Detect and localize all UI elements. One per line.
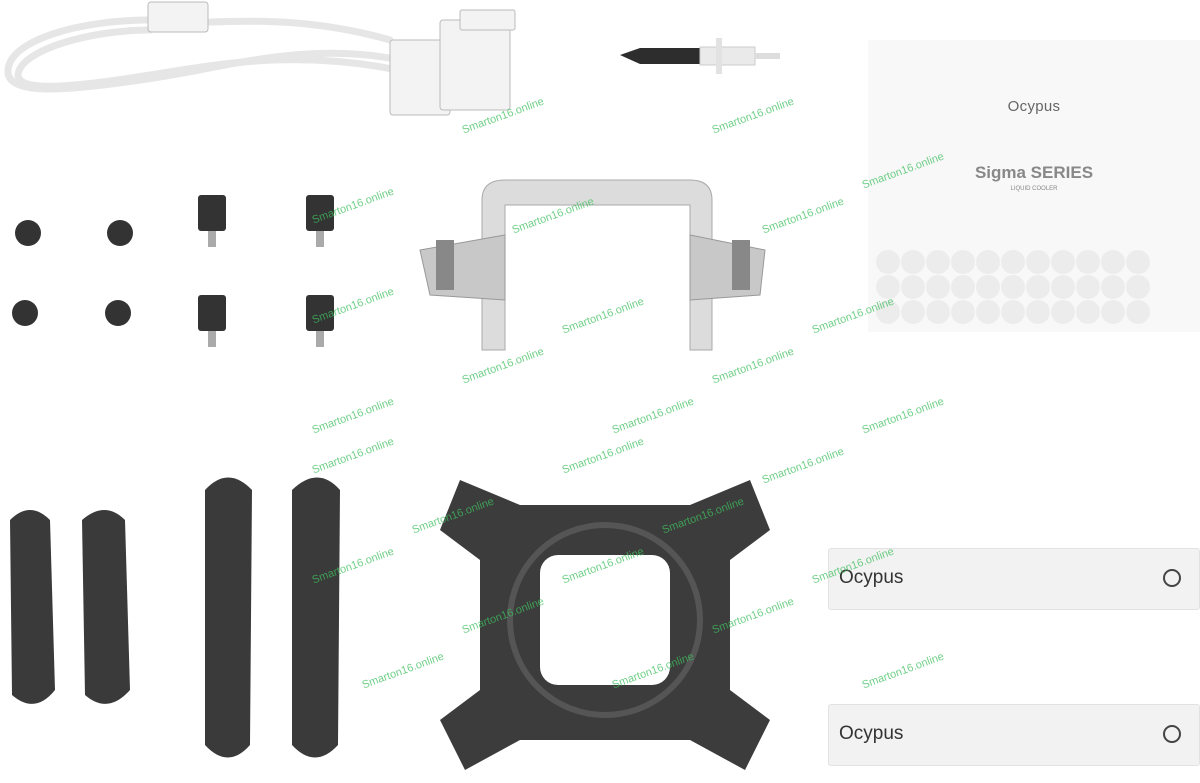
sticker-dot — [951, 300, 975, 324]
sticker-dot — [876, 275, 900, 299]
strap-logo: Ocypus — [839, 567, 904, 588]
sticker-dot — [951, 275, 975, 299]
backplate — [440, 480, 770, 770]
sticker-dot — [1051, 250, 1075, 274]
sticker-dot — [1026, 250, 1050, 274]
sticker-dot — [901, 300, 925, 324]
sticker-dot — [1076, 250, 1100, 274]
instruction-manual: Ocypus Sigma SERIES LIQUID COOLER — [868, 40, 1200, 332]
sticker-dot — [926, 250, 950, 274]
velcro-strap: Ocypus — [828, 548, 1200, 610]
standoffs — [198, 195, 334, 347]
sticker-dot — [976, 300, 1000, 324]
strap-ring-icon — [1163, 569, 1181, 587]
sticker-dot — [926, 275, 950, 299]
sticker-dot — [1101, 300, 1125, 324]
sticker-dot — [926, 300, 950, 324]
rgb-cable — [4, 16, 424, 93]
sticker-dot — [901, 250, 925, 274]
manual-subtitle: LIQUID COOLER — [1010, 186, 1058, 192]
cable-connectors — [147, 1, 516, 116]
sticker-dot — [876, 300, 900, 324]
sticker-dot — [1026, 275, 1050, 299]
manual-title: Sigma SERIES — [974, 163, 1094, 182]
sticker-dot — [1076, 275, 1100, 299]
mounting-arms — [10, 477, 340, 758]
sticker-dot — [1051, 275, 1075, 299]
sticker-dot — [1126, 275, 1150, 299]
sticker-dot — [1101, 250, 1125, 274]
strap-logo: Ocypus — [839, 723, 904, 744]
sticker-dot — [1101, 275, 1125, 299]
sticker-dot — [951, 250, 975, 274]
sticker-dot — [876, 250, 900, 274]
sticker-dot — [1076, 300, 1100, 324]
sticker-dot — [976, 250, 1000, 274]
strap-ring-icon — [1163, 725, 1181, 743]
sticker-dot — [1001, 300, 1025, 324]
sticker-dot — [1026, 300, 1050, 324]
thermal-paste-syringe — [620, 38, 780, 74]
sticker-dot — [976, 275, 1000, 299]
sticker-dot — [901, 275, 925, 299]
sticker-dot — [1051, 300, 1075, 324]
sticker-dot — [1001, 250, 1025, 274]
velcro-strap: Ocypus — [828, 704, 1200, 766]
thumbscrews — [12, 220, 133, 326]
sticker-sheet — [876, 250, 1150, 324]
sticker-dot — [1126, 250, 1150, 274]
manual-logo: Ocypus — [1007, 98, 1061, 115]
sticker-dot — [1126, 300, 1150, 324]
sticker-dot — [1001, 275, 1025, 299]
mounting-bracket — [419, 179, 766, 351]
